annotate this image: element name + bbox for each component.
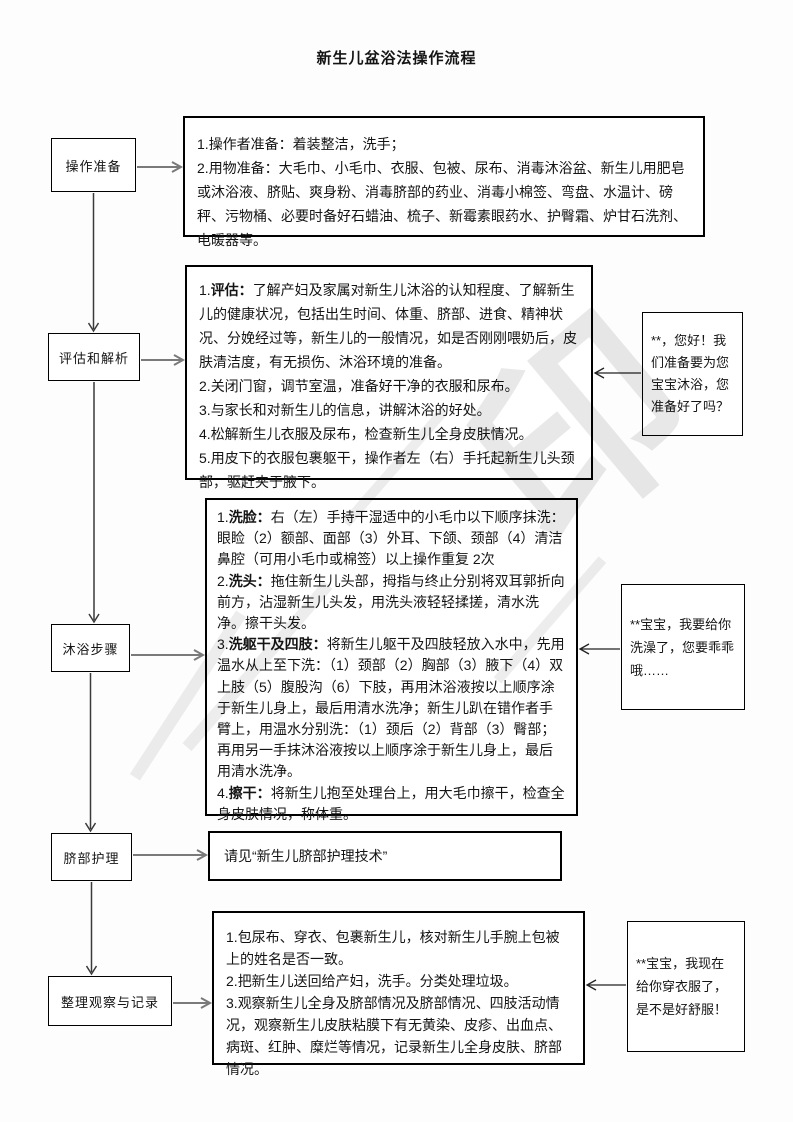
flow-step-label: 评估和解析 — [58, 350, 129, 366]
detail-box-bathing: 1.洗脸：右（左）手持干湿适中的小毛巾以下顺序抹洗：眼睑（2）额部、面部（3）外… — [205, 498, 578, 822]
dialogue-box-bathing: **宝宝，我要给你洗澡了，您要乖乖哦…… — [621, 584, 745, 710]
item-number: 4. — [199, 426, 211, 442]
item-number: 3. — [217, 636, 229, 653]
detail-item: 2.用物准备：大毛巾、小毛巾、衣服、包被、尿布、消毒沐浴盆、新生儿用肥皂或沐浴液… — [197, 156, 691, 252]
arrowhead-down-icon — [88, 613, 100, 624]
item-bold-label: 洗头： — [228, 572, 271, 589]
detail-item: 2.把新生儿送回给产妇，洗手。分类处理垃圾。 — [226, 970, 571, 992]
detail-item: 4.松解新生儿衣服及尿布，检查新生儿全身皮肤情况。 — [199, 422, 579, 446]
flow-step-cord-care: 脐部护理 — [51, 833, 132, 881]
arrowhead-left-icon — [585, 979, 597, 991]
flow-step-label: 操作准备 — [65, 158, 122, 174]
item-text: 与家长和对新生儿的信息，讲解沐浴的好处。 — [210, 402, 491, 418]
item-number: 2. — [199, 378, 211, 394]
item-text: 观察新生儿全身及脐部情况及脐部情况、四肢活动情况，观察新生儿皮肤粘膜下有无黄染、… — [226, 995, 562, 1077]
item-text: 拖住新生儿头部，拇指与终止分别将双耳郭折向前方，沾湿新生儿头发，用洗头液轻轻揉搓… — [217, 572, 565, 632]
detail-item: 3.观察新生儿全身及脐部情况及脐部情况、四肢活动情况，观察新生儿皮肤粘膜下有无黄… — [226, 992, 571, 1080]
detail-item: 5.用皮下的衣服包裹躯干，操作者左（右）手托起新生儿头颈部，驱赶夹于腋下。 — [199, 446, 579, 494]
detail-item: 2.关闭门窗，调节室温，准备好干净的衣服和尿布。 — [199, 374, 579, 398]
detail-item: 1.洗脸：右（左）手持干湿适中的小毛巾以下顺序抹洗：眼睑（2）额部、面部（3）外… — [217, 507, 566, 571]
arrowhead-left-icon — [593, 367, 605, 379]
detail-item: 4.擦干：将新生儿抱至处理台上，用大毛巾擦干，检查全身皮肤情况，称体重。 — [217, 783, 566, 825]
flow-step-tidy-record: 整理观察与记录 — [48, 976, 172, 1026]
detail-box-assessment: 1.评估：了解产妇及家属对新生儿沐浴的认知程度、了解新生儿的健康状况，包括出生时… — [185, 265, 593, 490]
item-text: 将新生儿抱至处理台上，用大毛巾擦干，检查全身皮肤情况，称体重。 — [217, 784, 565, 822]
item-number: 1. — [197, 136, 209, 152]
item-number: 3. — [226, 995, 238, 1011]
item-bold-label: 洗脸： — [228, 509, 271, 525]
item-text: 松解新生儿衣服及尿布，检查新生儿全身皮肤情况。 — [210, 426, 533, 442]
item-text: 右（左）手持干湿适中的小毛巾以下顺序抹洗：眼睑（2）额部、面部（3）外耳、下颌、… — [217, 509, 565, 568]
detail-box-preparation: 1.操作者准备：着装整洁，洗手； 2.用物准备：大毛巾、小毛巾、衣服、包被、尿布… — [183, 116, 705, 248]
dialogue-box-greeting: **，您好！我们准备要为您宝宝沐浴，您准备好了吗？ — [642, 312, 743, 436]
item-text: 包尿布、穿衣、包裹新生儿，核对新生儿手腕上包被上的姓名是否一致。 — [226, 929, 560, 967]
flow-step-bathing: 沐浴步骤 — [51, 624, 130, 672]
flow-step-preparation: 操作准备 — [51, 138, 136, 192]
detail-box-cord-care: 请见“新生儿脐部护理技术” — [208, 831, 562, 881]
flow-step-label: 整理观察与记录 — [60, 994, 159, 1010]
item-text: 了解产妇及家属对新生儿沐浴的认知程度、了解新生儿的健康状况，包括出生时间、体重、… — [199, 282, 577, 370]
item-number: 3. — [199, 402, 211, 418]
flow-step-label: 沐浴步骤 — [62, 641, 119, 657]
arrowhead-down-icon — [87, 322, 100, 333]
item-number: 2. — [226, 973, 238, 989]
detail-item: 1.包尿布、穿衣、包裹新生儿，核对新生儿手腕上包被上的姓名是否一致。 — [226, 926, 571, 970]
dialogue-text: **宝宝，我现在给你穿衣服了，是不是好舒服！ — [636, 956, 728, 1017]
item-bold-label: 擦干： — [228, 784, 271, 801]
dialogue-text: **宝宝，我要给你洗澡了，您要乖乖哦…… — [630, 616, 735, 678]
cord-care-reference-text: 请见“新生儿脐部护理技术” — [224, 848, 388, 864]
item-text: 将新生儿躯干及四肢轻放入水中，先用温水从上至下洗：（1）颈部（2）胸部（3）腋下… — [217, 636, 565, 780]
item-text: 关闭门窗，调节室温，准备好干净的衣服和尿布。 — [210, 378, 519, 394]
arrowhead-right-icon — [173, 354, 186, 366]
item-number: 1. — [226, 929, 238, 945]
arrowhead-right-icon — [171, 161, 184, 173]
item-bold-label: 洗躯干及四肢： — [228, 636, 327, 653]
dialogue-text: **，您好！我们准备要为您宝宝沐浴，您准备好了吗？ — [651, 333, 730, 414]
item-number: 5. — [199, 450, 211, 466]
item-number: 4. — [217, 784, 229, 801]
item-number: 1. — [217, 509, 229, 525]
item-text: 用物准备：大毛巾、小毛巾、衣服、包被、尿布、消毒沐浴盆、新生儿用肥皂或沐浴液、脐… — [197, 160, 687, 248]
detail-box-tidy-record: 1.包尿布、穿衣、包裹新生儿，核对新生儿手腕上包被上的姓名是否一致。 2.把新生… — [212, 911, 585, 1077]
detail-item: 1.评估：了解产妇及家属对新生儿沐浴的认知程度、了解新生儿的健康状况，包括出生时… — [199, 278, 579, 374]
detail-item: 3.洗躯干及四肢：将新生儿躯干及四肢轻放入水中，先用温水从上至下洗：（1）颈部（… — [217, 634, 566, 782]
arrowhead-left-icon — [578, 643, 590, 655]
item-number: 2. — [217, 572, 229, 589]
arrowhead-down-icon — [85, 965, 98, 976]
arrowhead-right-icon — [196, 849, 209, 861]
item-number: 2. — [197, 160, 209, 176]
page-title: 新生儿盆浴法操作流程 — [316, 50, 477, 67]
item-text: 用皮下的衣服包裹躯干，操作者左（右）手托起新生儿头颈部，驱赶夹于腋下。 — [199, 450, 575, 490]
item-bold-label: 评估： — [210, 282, 253, 298]
item-text: 操作者准备：着装整洁，洗手； — [208, 136, 405, 152]
arrowhead-right-icon — [193, 649, 206, 661]
detail-item: 3.与家长和对新生儿的信息，讲解沐浴的好处。 — [199, 398, 579, 422]
item-number: 1. — [199, 282, 211, 298]
dialogue-box-dressing: **宝宝，我现在给你穿衣服了，是不是好舒服！ — [627, 921, 745, 1052]
arrowhead-right-icon — [200, 997, 213, 1009]
item-text: 把新生儿送回给产妇，洗手。分类处理垃圾。 — [237, 973, 518, 989]
flow-step-label: 脐部护理 — [63, 850, 120, 866]
detail-item: 2.洗头：拖住新生儿头部，拇指与终止分别将双耳郭折向前方，沾湿新生儿头发，用洗头… — [217, 571, 566, 635]
detail-item: 1.操作者准备：着装整洁，洗手； — [197, 132, 691, 156]
flow-step-assessment: 评估和解析 — [48, 333, 140, 381]
arrowhead-down-icon — [84, 822, 97, 833]
